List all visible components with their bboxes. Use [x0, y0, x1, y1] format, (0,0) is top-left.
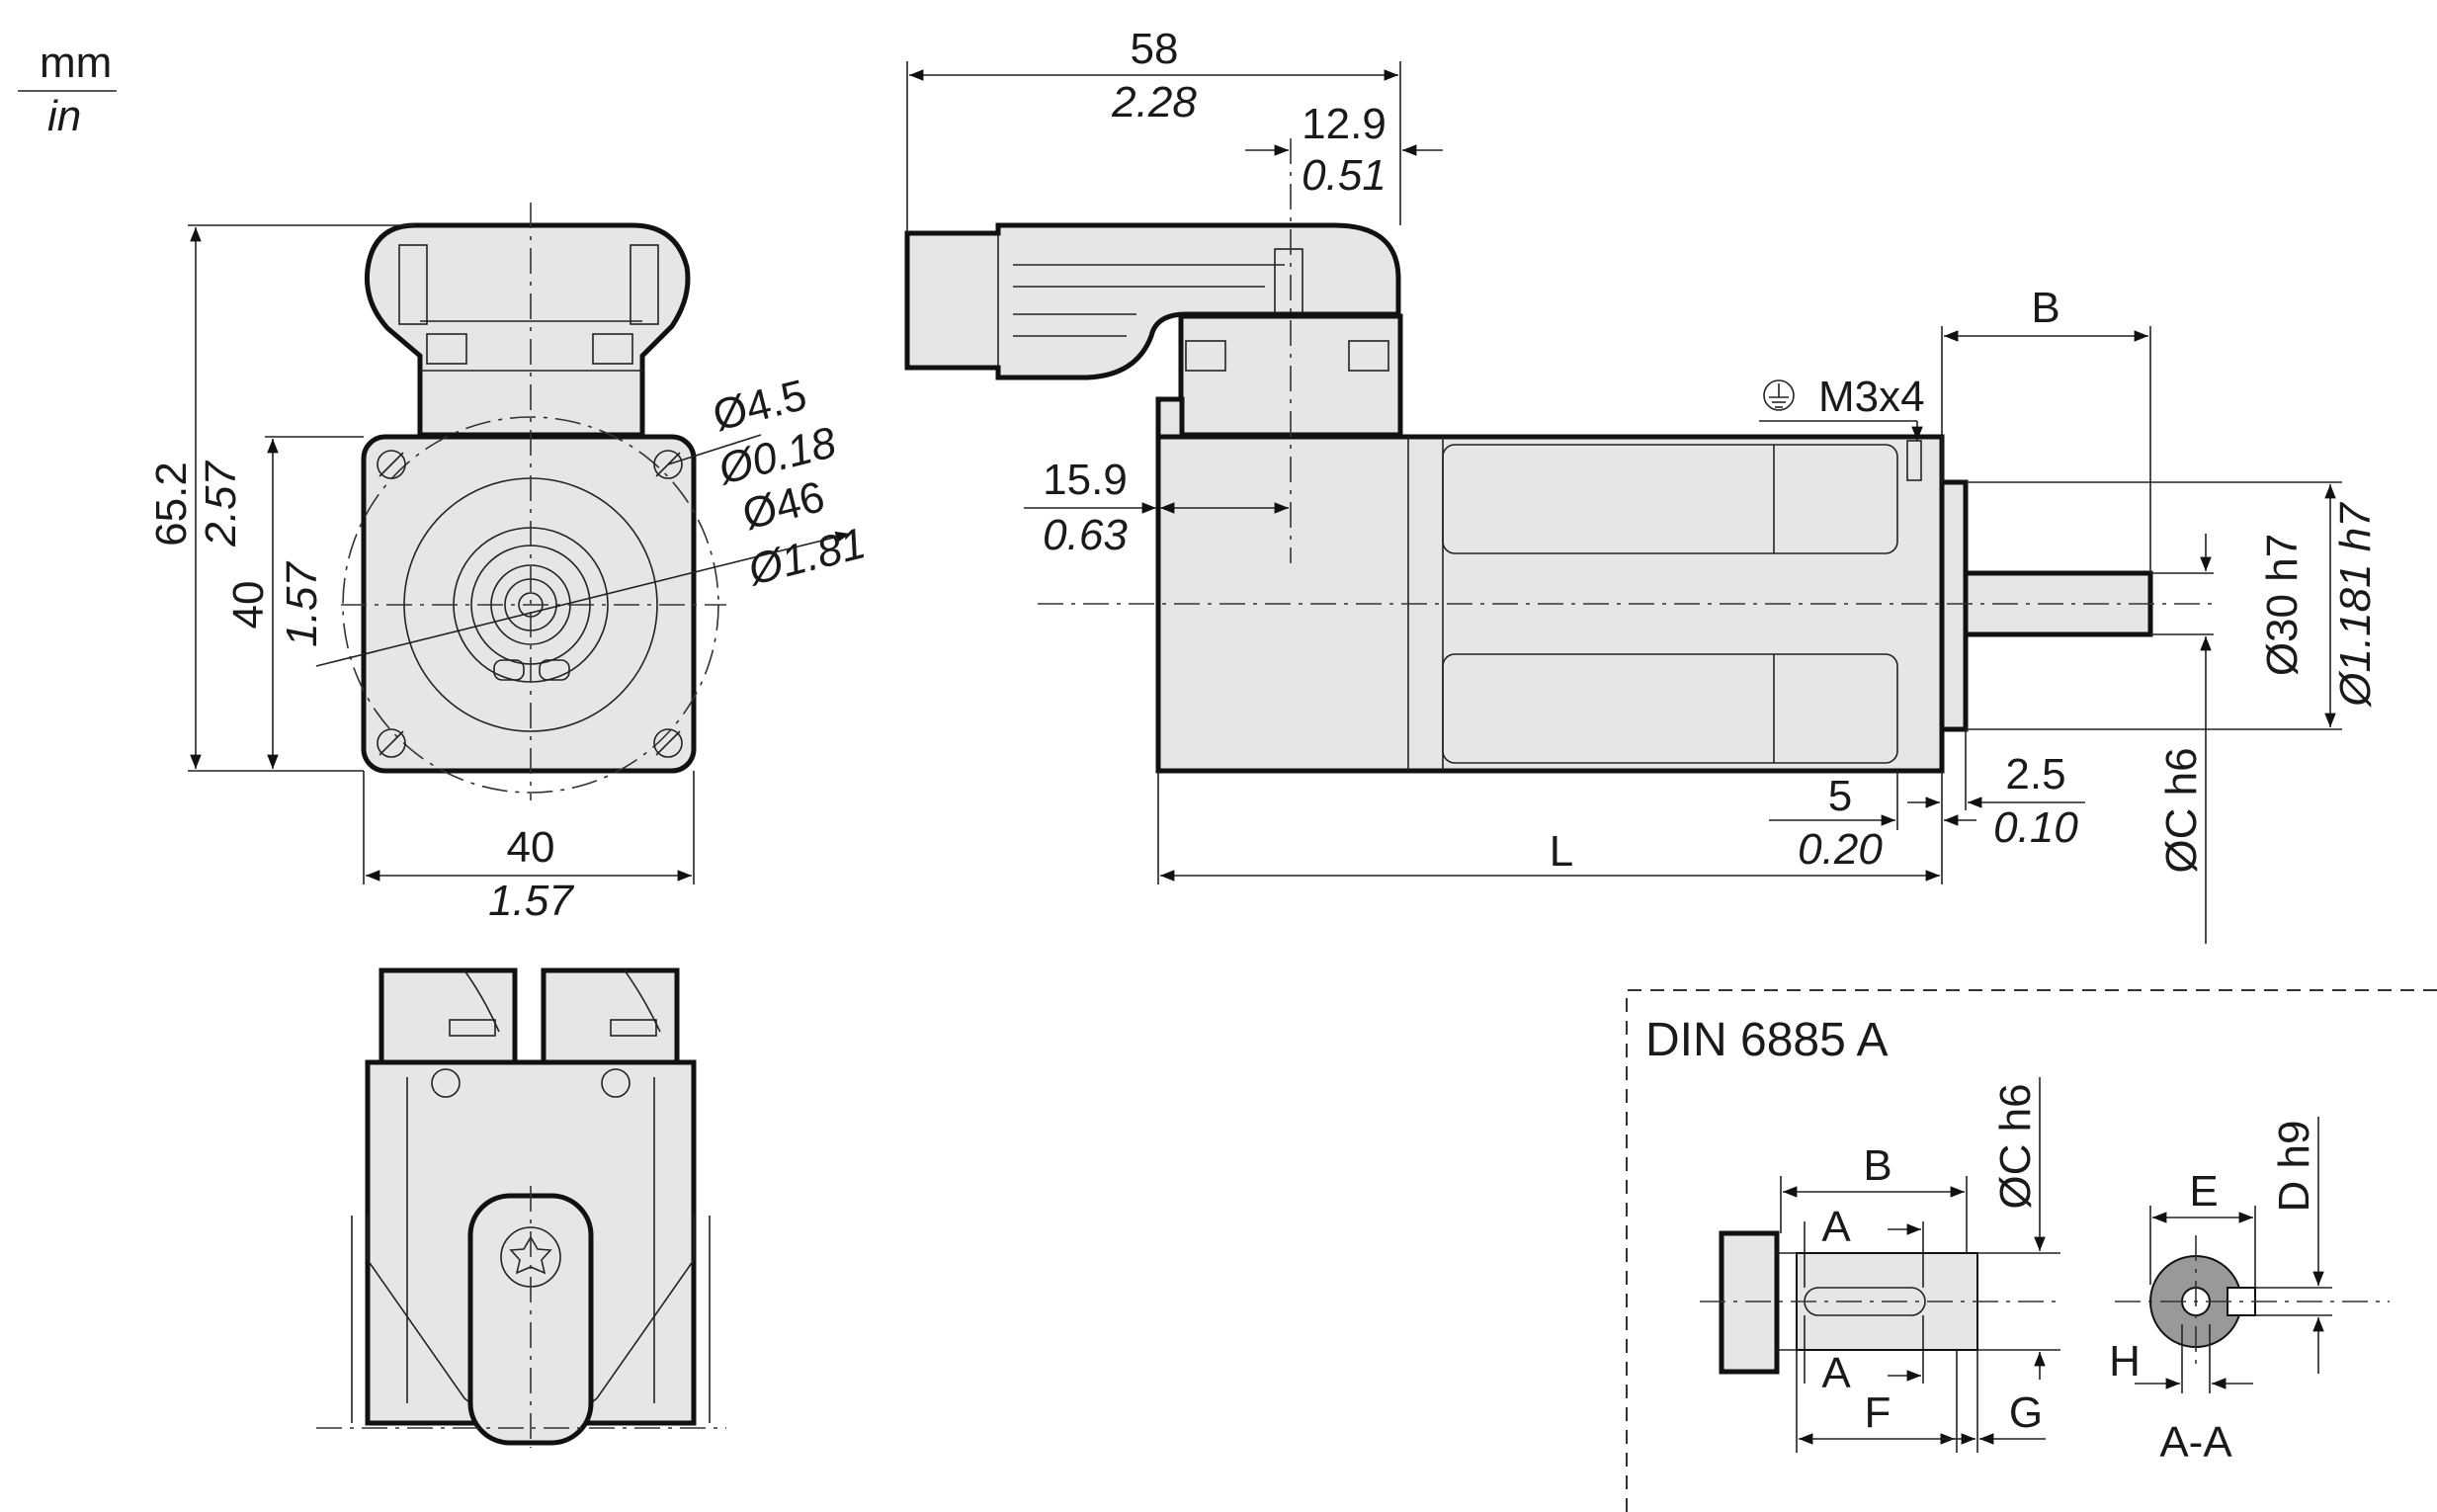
- key-g-label: G: [2009, 1388, 2043, 1437]
- flange-height-mm: 40: [224, 581, 273, 630]
- front-connector-latch-right: [630, 244, 659, 325]
- flange-width-in: 1.57: [488, 877, 574, 925]
- flange-thickness-mm: 5: [1828, 772, 1852, 820]
- key-b-label: B: [1863, 1141, 1891, 1190]
- key-a-top-label: A: [1821, 1203, 1851, 1251]
- motor-fin-top: [1442, 444, 1898, 554]
- key-detail: DIN 6885 A B A A F G: [1626, 989, 2437, 1512]
- units-legend: mm in: [18, 39, 117, 140]
- height-in: 2.57: [197, 461, 245, 547]
- key-h-label: H: [2109, 1337, 2141, 1386]
- side-connector-tab: [1155, 396, 1185, 442]
- flange-height-in: 1.57: [278, 561, 326, 647]
- flange-notch: [493, 659, 525, 681]
- front-flange: [361, 434, 697, 774]
- ground-screw-label: M3x4: [1818, 373, 1925, 421]
- centering-dia-in: Ø1.181 h7: [2331, 502, 2380, 709]
- connector-pos-mm: 15.9: [1043, 456, 1128, 504]
- mounting-hole: [377, 728, 406, 758]
- mounting-hole: [653, 728, 683, 758]
- length-label: L: [1550, 827, 1573, 876]
- top-view-connector-left: [378, 967, 518, 1067]
- connector-offset-in: 0.51: [1302, 151, 1387, 200]
- spigot-depth-mm: 2.5: [2005, 750, 2065, 798]
- total-width-mm: 58: [1131, 25, 1179, 73]
- shaft-length-label: B: [2031, 284, 2059, 332]
- unit-mm: mm: [40, 39, 112, 87]
- motor-fin-bottom: [1442, 653, 1898, 764]
- key-detail-title: DIN 6885 A: [1645, 1014, 1888, 1066]
- front-connector-clip: [426, 333, 467, 365]
- flange-thickness-in: 0.20: [1798, 825, 1883, 874]
- total-width-in: 2.28: [1111, 78, 1197, 126]
- shaft-dia-label: ØC h6: [2157, 747, 2206, 873]
- ground-icon: [1763, 379, 1795, 411]
- flange-width-mm: 40: [507, 823, 555, 872]
- unit-in: in: [47, 92, 81, 140]
- hole-dia-leader: [667, 434, 762, 465]
- centering-dia-mm: Ø30 h7: [2258, 534, 2307, 676]
- ground-screw: [1906, 440, 1922, 481]
- top-view: [316, 967, 726, 1448]
- key-d-label: D h9: [2270, 1121, 2318, 1213]
- height-mm: 65.2: [147, 462, 196, 546]
- key-a-bottom-label: A: [1821, 1349, 1851, 1397]
- mounting-hole: [377, 450, 406, 479]
- spigot-depth-in: 0.10: [1993, 803, 2078, 852]
- front-connector-latch-left: [398, 244, 428, 325]
- key-e-label: E: [2189, 1167, 2218, 1216]
- front-view: 65.2 2.57 40 1.57 40 1.57 Ø4.5 Ø0.18 Ø46…: [147, 203, 871, 925]
- pitch-dia-leader: [315, 531, 851, 667]
- key-f-label: F: [1865, 1388, 1891, 1437]
- flange-notch: [539, 659, 570, 681]
- top-view-connector-right: [541, 967, 680, 1067]
- connector-offset-mm: 12.9: [1302, 100, 1387, 148]
- side-flange-plate: [1939, 479, 1969, 732]
- front-connector-body: [364, 222, 691, 438]
- mounting-hole: [653, 450, 683, 479]
- key-c-label: ØC h6: [1991, 1083, 2040, 1209]
- key-shaft-collar: [1719, 1230, 1780, 1375]
- side-view: 58 2.28 12.9 0.51 15.9 0.63 M3x4 B Ø30: [904, 25, 2380, 944]
- key-section-label: A-A: [2159, 1418, 2232, 1467]
- connector-pos-in: 0.63: [1043, 511, 1128, 559]
- front-connector-clip: [592, 333, 633, 365]
